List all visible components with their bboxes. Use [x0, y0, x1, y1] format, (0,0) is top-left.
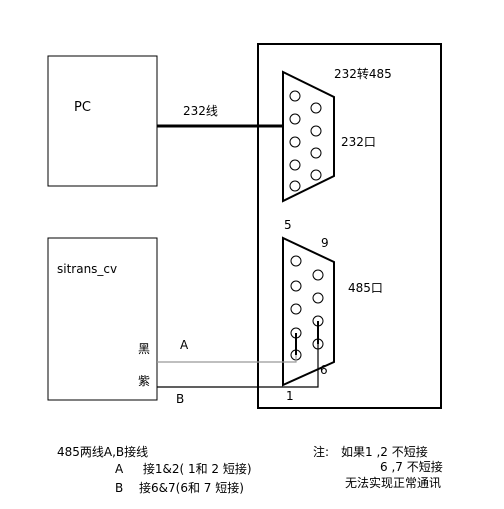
- pin: [310, 102, 322, 114]
- pin: [289, 136, 301, 148]
- db9-232-pins: [289, 90, 322, 192]
- pin: [290, 303, 302, 315]
- pin: [290, 255, 302, 267]
- pin-6-label: 6: [320, 363, 328, 377]
- pin: [290, 280, 302, 292]
- notes-right-line3: 无法实现正常通讯: [345, 475, 441, 490]
- port-232-label: 232口: [341, 135, 376, 149]
- wire-b: [157, 344, 319, 388]
- pin: [310, 147, 322, 159]
- pin: [289, 180, 301, 192]
- sitrans-box: [47, 237, 158, 401]
- pin: [310, 169, 322, 181]
- sitrans-label: sitrans_cv: [57, 262, 117, 276]
- wire-a-label: A: [180, 338, 189, 352]
- pin: [289, 159, 301, 171]
- converter-box: [257, 43, 442, 409]
- pc-box: [47, 55, 158, 187]
- pin: [289, 90, 301, 102]
- notes-right-line1: 注: 如果1 ,2 不短接: [313, 444, 428, 459]
- pin-1-label: 1: [286, 389, 294, 403]
- db9-connector-232: [282, 70, 335, 203]
- notes-left-line-a: A 接1&2( 1和 2 短接): [115, 461, 252, 476]
- wire-b-label: B: [176, 392, 184, 406]
- wire-a: [157, 355, 297, 363]
- notes-left-title: 485两线A,B接线: [57, 444, 148, 459]
- pin: [289, 113, 301, 125]
- pin: [312, 269, 324, 281]
- notes-left-line-b: B 接6&7(6和 7 短接): [115, 480, 244, 495]
- wire-purple-label: 紫: [138, 374, 150, 388]
- cable-232-label: 232线: [183, 104, 218, 118]
- pin-9-label: 9: [321, 236, 329, 250]
- wire-black-label: 黑: [138, 342, 150, 356]
- pc-label: PC: [74, 100, 91, 115]
- notes-right-line2: 6 ,7 不短接: [380, 459, 443, 474]
- pin-5-label: 5: [284, 218, 292, 232]
- port-485-label: 485口: [348, 281, 383, 295]
- pin: [310, 125, 322, 137]
- converter-title: 232转485: [334, 66, 392, 81]
- pin: [312, 292, 324, 304]
